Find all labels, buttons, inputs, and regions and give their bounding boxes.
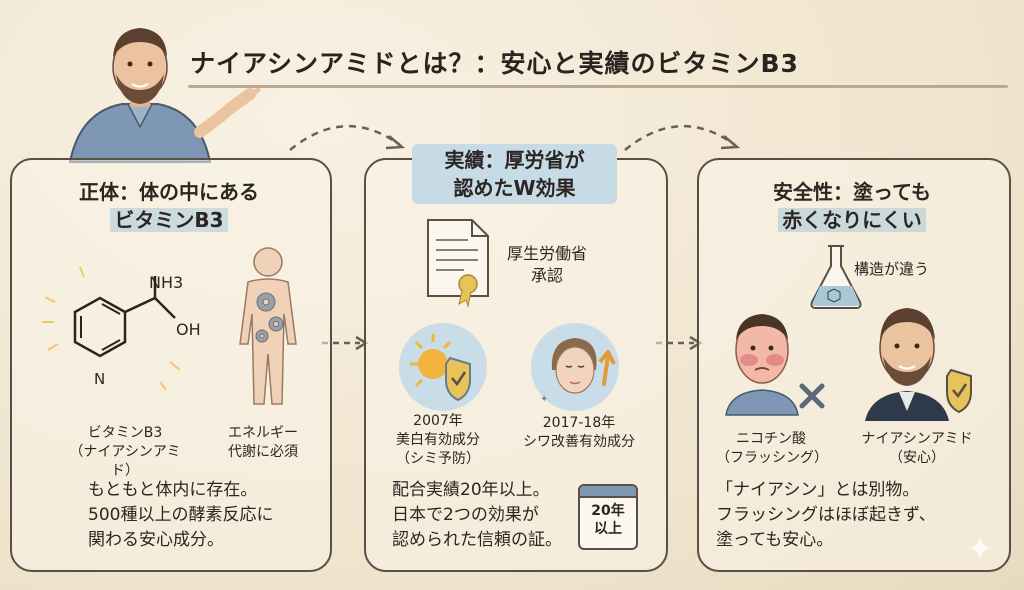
- woman-face-icon: ✦: [531, 323, 619, 411]
- panel1-caption-vitamin-line1: ビタミンB3: [87, 425, 163, 441]
- panel2-heading-line2: 認めたW効果: [453, 176, 576, 200]
- presenter-man-illustration: [68, 28, 261, 163]
- panel3-caption-nicotinic-line1: ニコチン酸: [736, 431, 806, 447]
- sun-shield-icon: [399, 323, 487, 411]
- panel2-cert-label: 厚生労働省 承認: [502, 243, 592, 287]
- flushed-face-icon: [725, 314, 799, 416]
- panel1-caption-energy-line2: 代謝に必須: [228, 444, 298, 460]
- curved-arrow-icon-2: [624, 125, 741, 151]
- title-underline: [188, 85, 1008, 88]
- panel3-heading-line2: 赤くなりにくい: [778, 208, 926, 232]
- panel3-heading: 安全性：塗っても 赤くなりにくい: [697, 178, 1007, 234]
- panel1-body-line3: 関わる安心成分。: [88, 530, 224, 550]
- panel3-body-line3: 塗っても安心。: [716, 530, 834, 550]
- calendar-icon: 20年 以上: [578, 484, 638, 550]
- panel3-caption-niacinamide-line2: （安心）: [889, 450, 945, 466]
- panel1-body-line2: 500種以上の酵素反応に: [88, 505, 274, 525]
- panel1-caption-vitamin: ビタミンB3 （ナイアシンアミド）: [60, 424, 190, 481]
- panel2-cert-line2: 承認: [530, 266, 563, 285]
- panel2-caption-wrinkle-line1: 2017-18年: [542, 415, 616, 431]
- molecule-label-oh: OH: [176, 320, 201, 339]
- panel2-caption-wrinkle-line2: シワ改善有効成分: [523, 434, 635, 450]
- svg-text:✦: ✦: [540, 394, 548, 405]
- flask-label: 構造が違う: [854, 260, 930, 278]
- nicotinamide-molecule-icon: [42, 266, 181, 391]
- panel1-caption-energy: エネルギー 代謝に必須: [208, 424, 318, 462]
- panel2-heading: 実績：厚労省が 認めたW効果: [412, 144, 617, 204]
- panel1-heading-line2: ビタミンB3: [110, 208, 228, 232]
- calendar-line2: 以上: [594, 521, 622, 537]
- cross-icon: [799, 383, 825, 409]
- panel1-caption-vitamin-line2: （ナイアシンアミド）: [69, 444, 181, 479]
- panel2-caption-whitening-line1: 2007年: [413, 413, 463, 429]
- page-title: ナイアシンアミドとは？：安心と実績のビタミンB3: [190, 49, 799, 78]
- panel2-heading-line1: 実績：厚労省が: [444, 148, 585, 172]
- man-shield-icon: [865, 308, 972, 421]
- panel3-caption-nicotinic-line2: （フラッシング）: [716, 450, 828, 466]
- body-gears-icon: [239, 247, 297, 405]
- panel2-caption-whitening-line3: （シミ予防）: [396, 451, 480, 467]
- panel2-body-line2: 日本で2つの効果が: [392, 505, 539, 525]
- panel2-caption-wrinkle: 2017-18年 シワ改善有効成分: [504, 414, 654, 452]
- panel2-body-line3: 認められた信頼の証。: [392, 530, 562, 550]
- panel1-body: もともと体内に存在。 500種以上の酵素反応に 関わる安心成分。: [88, 478, 324, 553]
- sparkle-icon: [968, 536, 992, 560]
- panel1-heading-line1: 正体：体の中にある: [79, 180, 259, 204]
- flask-icon: [810, 245, 862, 309]
- panel3-caption-nicotinic: ニコチン酸 （フラッシング）: [716, 430, 828, 468]
- panel2-body-line1: 配合実績20年以上。: [392, 480, 550, 500]
- panel2-cert-line1: 厚生労働省: [506, 244, 587, 263]
- panel3-caption-niacinamide-line1: ナイアシンアミド: [861, 431, 973, 447]
- panel1-body-line1: もともと体内に存在。: [88, 480, 258, 500]
- panel3-body: 「ナイアシン」とは別物。 フラッシングはほぼ起きず、 塗っても安心。: [716, 478, 996, 553]
- panel2-caption-whitening-line2: 美白有効成分: [396, 432, 480, 448]
- panel3-heading-line1: 安全性：塗っても: [773, 180, 931, 204]
- panel3-caption-niacinamide: ナイアシンアミド （安心）: [842, 430, 992, 468]
- molecule-label-nh3: NH3: [149, 273, 184, 292]
- curved-arrow-icon-1: [289, 125, 406, 151]
- calendar-line1: 20年: [591, 503, 625, 519]
- panel1-heading: 正体：体の中にある ビタミンB3: [10, 178, 328, 234]
- panel1-caption-energy-line1: エネルギー: [228, 425, 298, 441]
- panel3-body-line1: 「ナイアシン」とは別物。: [716, 480, 920, 500]
- panel2-body: 配合実績20年以上。 日本で2つの効果が 認められた信頼の証。: [392, 478, 592, 553]
- certificate-icon: [427, 219, 489, 308]
- panel2-caption-whitening: 2007年 美白有効成分 （シミ予防）: [378, 412, 498, 469]
- molecule-label-n: N: [94, 370, 106, 388]
- panel3-body-line2: フラッシングはほぼ起きず、: [716, 505, 936, 525]
